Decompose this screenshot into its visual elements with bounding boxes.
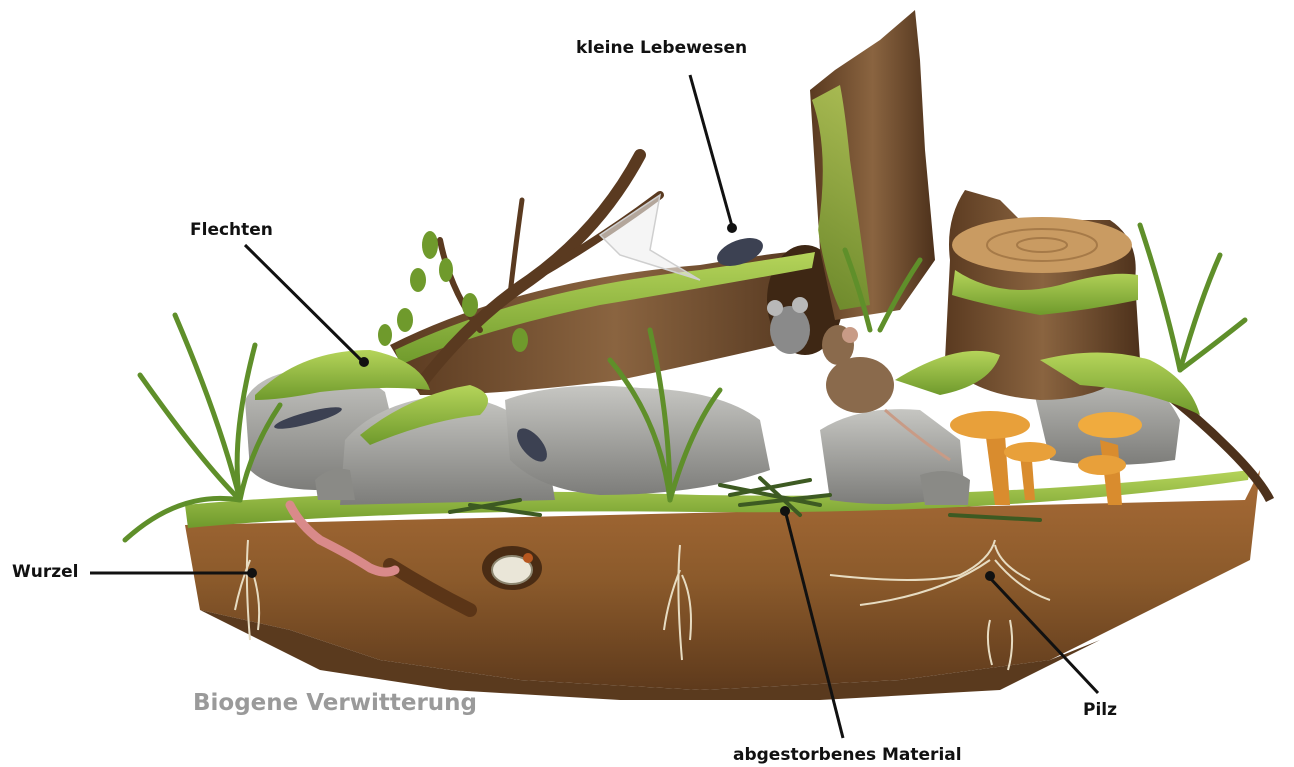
label-abgestorbenes-material: abgestorbenes Material — [733, 745, 962, 765]
tall-stump — [810, 10, 935, 320]
diagram-title: Biogene Verwitterung — [193, 690, 477, 716]
label-wurzel: Wurzel — [12, 562, 79, 582]
callout-line-kleine-lebewesen — [690, 75, 732, 226]
callout-line-flechten — [245, 245, 363, 362]
label-flechten: Flechten — [190, 220, 273, 240]
label-pilz: Pilz — [1083, 700, 1117, 720]
grub — [482, 546, 542, 590]
label-kleine-lebewesen: kleine Lebewesen — [576, 38, 747, 58]
